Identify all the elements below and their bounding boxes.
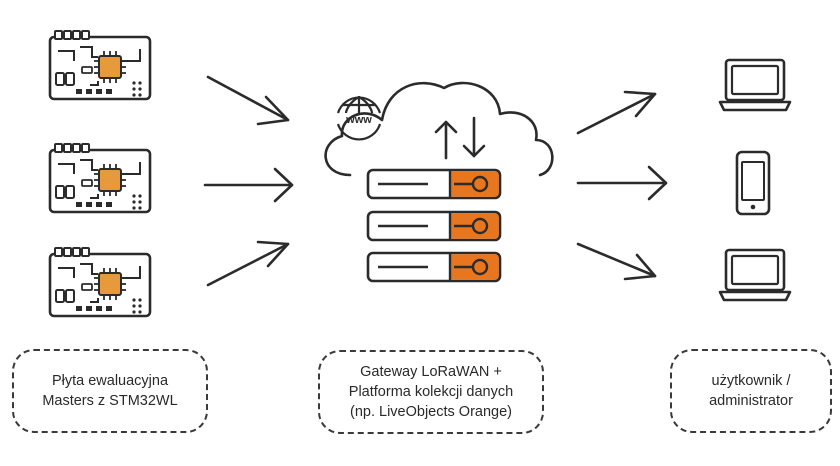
label-evaluation-board: Płyta ewaluacyjna Masters z STM32WL (12, 349, 208, 433)
server-unit-1 (366, 168, 502, 200)
downlink-arrow-2 (576, 165, 668, 201)
label-middle-line-3: (np. LiveObjects Orange) (349, 404, 512, 420)
downlink-arrow-1 (576, 90, 657, 135)
dev-board-2 (48, 142, 152, 214)
label-right-line-2: administrator (709, 393, 793, 409)
server-unit-2 (366, 210, 502, 242)
label-gateway-platform: Gateway LoRaWAN + Platforma kolekcji dan… (318, 350, 544, 434)
label-left-line-1: Płyta ewaluacyjna (51, 373, 169, 389)
uplink-arrow-1 (206, 75, 290, 126)
uplink-arrow-3 (206, 240, 290, 287)
dev-board-1 (48, 29, 152, 101)
sync-arrows-icon (434, 116, 486, 160)
www-label: www (345, 114, 372, 126)
label-middle-line-2: Platforma kolekcji danych (348, 384, 514, 400)
laptop-icon (718, 58, 792, 112)
label-middle-line-1: Gateway LoRaWAN + (360, 364, 502, 380)
uplink-arrow-2 (203, 167, 294, 203)
server-unit-3 (366, 251, 502, 283)
smartphone-icon (735, 150, 771, 216)
downlink-arrow-3 (576, 242, 657, 281)
laptop-icon (718, 248, 792, 302)
www-globe-icon (336, 96, 382, 141)
label-right-line-1: użytkownik / (711, 373, 791, 389)
dev-board-3 (48, 246, 152, 318)
cloud-icon (324, 81, 554, 177)
label-left-line-2: Masters z STM32WL (42, 393, 178, 409)
label-user-admin: użytkownik / administrator (670, 349, 832, 433)
